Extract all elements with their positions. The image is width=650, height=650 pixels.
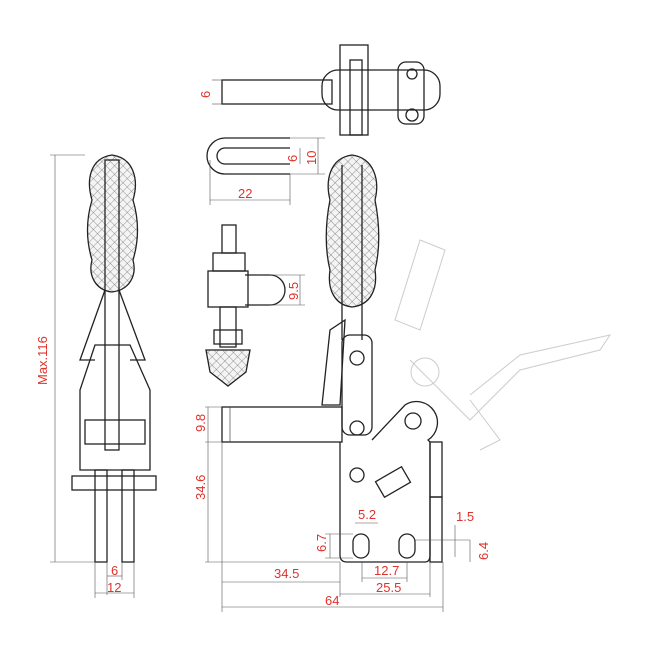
- dim-hole-spacing: 12.7: [374, 563, 399, 578]
- dimension-labels: Max.116 6 12 6 6 10 22 9.5 9.8 34.6 6.7 …: [35, 91, 491, 608]
- dim-overall-length: 64: [325, 593, 339, 608]
- dim-base-thickness: 1.5: [456, 509, 474, 524]
- dim-slot-height: 6.7: [314, 534, 329, 552]
- dim-ubolt-outer: 10: [304, 151, 319, 165]
- dim-base-span: 25.5: [376, 580, 401, 595]
- dim-reach: 34.5: [274, 566, 299, 581]
- dim-top-bar: 6: [198, 91, 213, 98]
- dim-max-height: Max.116: [35, 336, 50, 385]
- dim-ubolt-length: 22: [238, 186, 252, 201]
- side-view: [205, 154, 471, 612]
- open-position-ghost: [394, 239, 612, 451]
- dim-spindle: 9.5: [286, 282, 301, 300]
- dim-front-outer: 12: [107, 580, 121, 595]
- dim-arm-height: 9.8: [193, 414, 208, 432]
- dim-slot-width: 5.2: [358, 507, 376, 522]
- dim-ubolt-inner: 6: [285, 155, 300, 162]
- dim-front-inner: 6: [111, 563, 118, 578]
- u-bolt-view: [206, 137, 325, 205]
- dim-hole-height: 6.4: [476, 542, 491, 560]
- dim-pivot-height: 34.6: [193, 475, 208, 500]
- top-view: [212, 44, 441, 136]
- spindle-view: [205, 224, 305, 387]
- front-view: [50, 154, 157, 598]
